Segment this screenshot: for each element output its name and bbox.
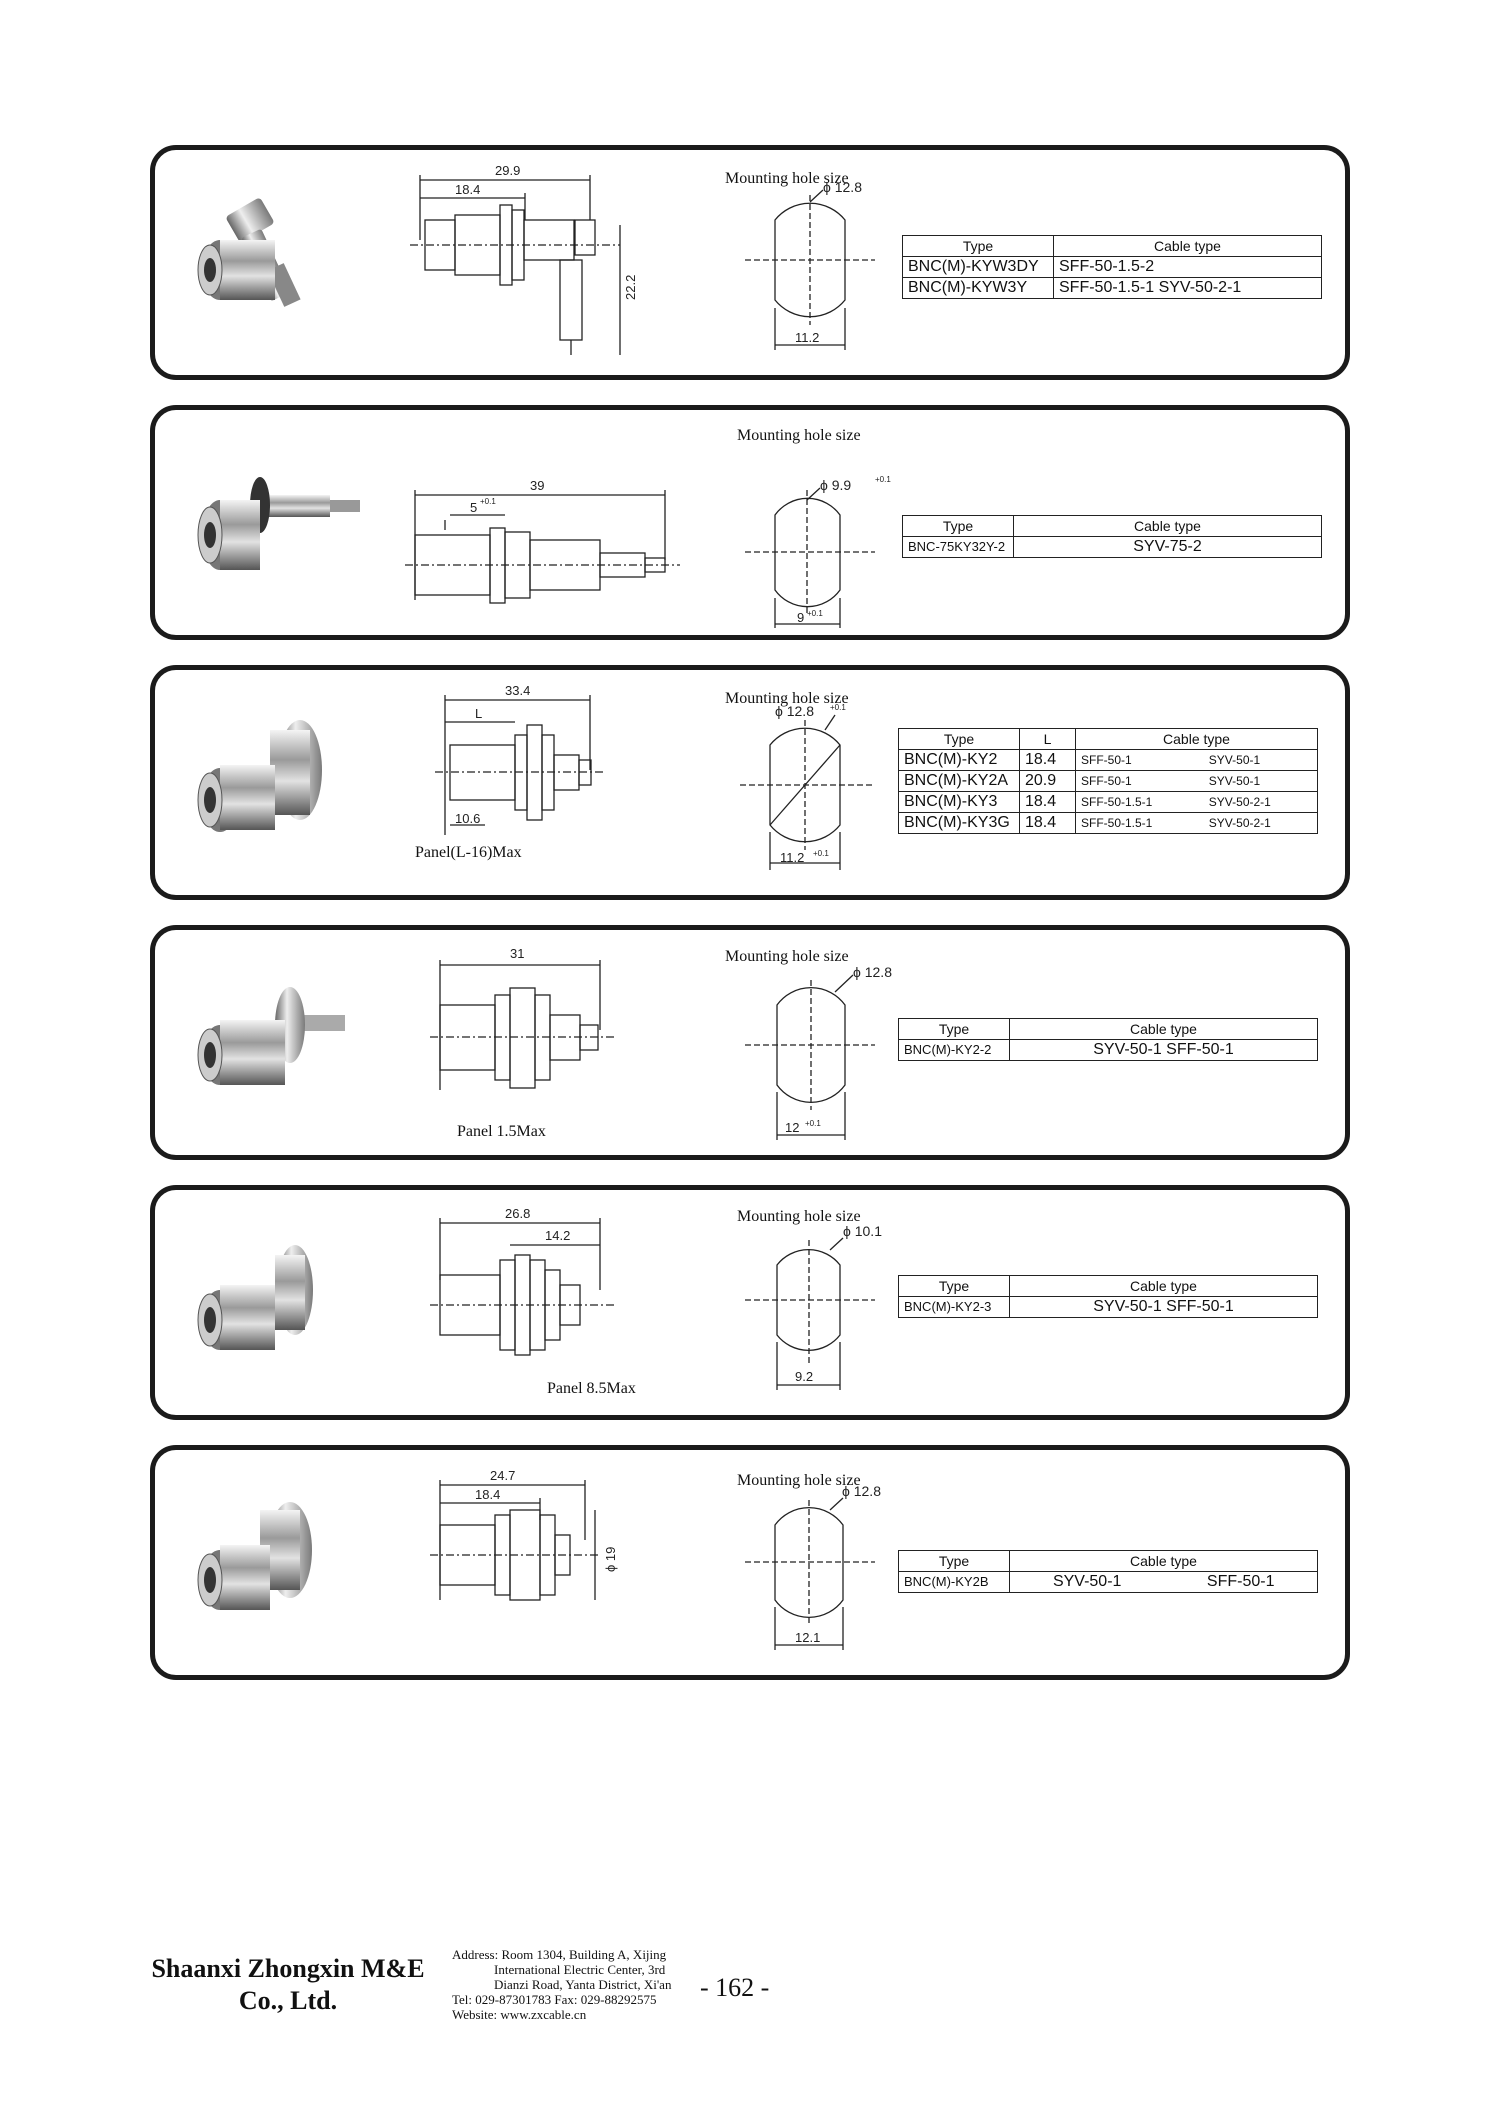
- dim-thread-length: 5: [470, 500, 477, 515]
- hole-flat-width: 12.1: [795, 1630, 820, 1645]
- hole-flat-width: 11.2: [795, 330, 819, 345]
- dim-overall-length: 31: [510, 946, 524, 961]
- hole-diameter: ϕ 12.8: [853, 964, 892, 980]
- page-number: - 162 -: [700, 1973, 770, 2002]
- dim-body-length: 18.4: [475, 1487, 500, 1502]
- product-panel-2: 39 5 +0.1 Mounting hole size ϕ 9.9 +0.1 …: [150, 405, 1350, 640]
- dim-overall-length: 33.4: [505, 683, 530, 698]
- col-type-header: Type: [898, 728, 1020, 750]
- col-type-header: Type: [902, 235, 1054, 257]
- hole-flat-tol: +0.1: [807, 609, 823, 618]
- mounting-hole-title: Mounting hole size: [725, 170, 849, 187]
- mounting-hole-diagram: ϕ 12.8 12 +0.1: [745, 964, 892, 1140]
- mounting-hole-diagram: ϕ 12.8 +0.1 11.2 +0.1: [740, 703, 875, 870]
- col-cable-header: Cable type: [1009, 1018, 1318, 1040]
- hole-flat-width: 12: [785, 1120, 799, 1135]
- connector-drawing: 26.8 14.2: [430, 1206, 615, 1356]
- hole-diameter: ϕ 9.9: [820, 477, 851, 493]
- dim-overall-length: 24.7: [490, 1468, 515, 1483]
- mounting-hole-diagram: ϕ 12.8 11.2: [745, 180, 875, 350]
- dim-body: 10.6: [455, 811, 480, 826]
- dim-flange-diameter: ϕ 19: [603, 1547, 618, 1572]
- connector-photo: [197, 720, 322, 832]
- hole-diameter: ϕ 10.1: [843, 1223, 882, 1239]
- product-panel-5: 26.8 14.2 Panel 8.5Max Mounting hole siz…: [150, 1185, 1350, 1420]
- dim-overall-length: 29.9: [495, 163, 520, 178]
- product-panel-4: 31 Panel 1.5Max Mounting hole size ϕ 12.…: [150, 925, 1350, 1160]
- product-panel-6: 24.7 18.4 ϕ 19 Mounting hole size ϕ 12.8…: [150, 1445, 1350, 1680]
- contact-block: Address: Room 1304, Building A, Xijing I…: [452, 1947, 672, 2022]
- dim-overall-length: 26.8: [505, 1206, 530, 1221]
- dim-thread-tol: +0.1: [480, 497, 496, 506]
- mounting-hole-diagram: ϕ 9.9 +0.1 9 +0.1: [745, 475, 891, 628]
- page-footer: Shaanxi Zhongxin M&E Co., Ltd. Address: …: [0, 1945, 1495, 2025]
- dim-height: 22.2: [623, 275, 638, 300]
- col-cable-header: Cable type: [1075, 728, 1318, 750]
- col-cable-header: Cable type: [1053, 235, 1322, 257]
- hole-diameter: ϕ 12.8: [775, 703, 814, 719]
- dim-body-length: 18.4: [455, 182, 480, 197]
- col-type-header: Type: [902, 515, 1014, 537]
- hole-diameter-tol: +0.1: [830, 703, 846, 712]
- col-cable-header: Cable type: [1009, 1550, 1318, 1572]
- product-panel-1: 29.9 18.4 22.2 Mounting hole size ϕ 12.8…: [150, 145, 1350, 380]
- connector-drawing: 31: [430, 946, 615, 1090]
- hole-diameter: ϕ 12.8: [823, 180, 862, 195]
- mounting-hole-title: Mounting hole size: [725, 948, 849, 965]
- hole-flat-width: 9.2: [795, 1369, 813, 1384]
- dim-l: L: [475, 706, 482, 721]
- hole-flat-tol: +0.1: [805, 1119, 821, 1128]
- col-type-header: Type: [898, 1550, 1010, 1572]
- connector-drawing: 24.7 18.4 ϕ 19: [430, 1468, 618, 1601]
- mounting-hole-title: Mounting hole size: [737, 1208, 861, 1225]
- mounting-hole-diagram: ϕ 12.8 12.1: [745, 1483, 881, 1650]
- hole-diameter-tol: +0.1: [875, 475, 891, 484]
- hole-diameter: ϕ 12.8: [842, 1483, 881, 1499]
- col-cable-header: Cable type: [1009, 1275, 1318, 1297]
- connector-photo: [197, 1502, 312, 1610]
- connector-photo: [197, 1245, 313, 1350]
- col-type-header: Type: [898, 1018, 1010, 1040]
- col-l-header: L: [1019, 728, 1076, 750]
- col-type-header: Type: [898, 1275, 1010, 1297]
- hole-flat-width: 11.2: [780, 850, 804, 865]
- product-panel-3: 33.4 L 10.6 Panel(L-16)Max Mounting hole…: [150, 665, 1350, 900]
- mounting-hole-title: Mounting hole size: [725, 690, 849, 707]
- connector-photo: [197, 477, 360, 570]
- dim-rear-length: 14.2: [545, 1228, 570, 1243]
- mounting-hole-diagram: ϕ 10.1 9.2: [745, 1223, 882, 1390]
- panel-note: Panel(L-16)Max: [415, 844, 522, 861]
- mounting-hole-title: Mounting hole size: [737, 427, 861, 444]
- col-cable-header: Cable type: [1013, 515, 1322, 537]
- connector-drawing: 29.9 18.4 22.2: [410, 163, 638, 355]
- hole-flat-tol: +0.1: [813, 849, 829, 858]
- panel-note: Panel 8.5Max: [547, 1380, 636, 1397]
- hole-flat-width: 9: [797, 610, 804, 625]
- dim-overall-length: 39: [530, 478, 544, 493]
- panel-note: Panel 1.5Max: [457, 1123, 546, 1140]
- connector-photo: [197, 198, 301, 307]
- company-name: Shaanxi Zhongxin M&E Co., Ltd.: [151, 1954, 425, 2015]
- connector-photo: [197, 987, 345, 1085]
- mounting-hole-title: Mounting hole size: [737, 1472, 861, 1489]
- connector-drawing: 33.4 L 10.6: [435, 683, 605, 835]
- connector-drawing: 39 5 +0.1: [405, 478, 680, 604]
